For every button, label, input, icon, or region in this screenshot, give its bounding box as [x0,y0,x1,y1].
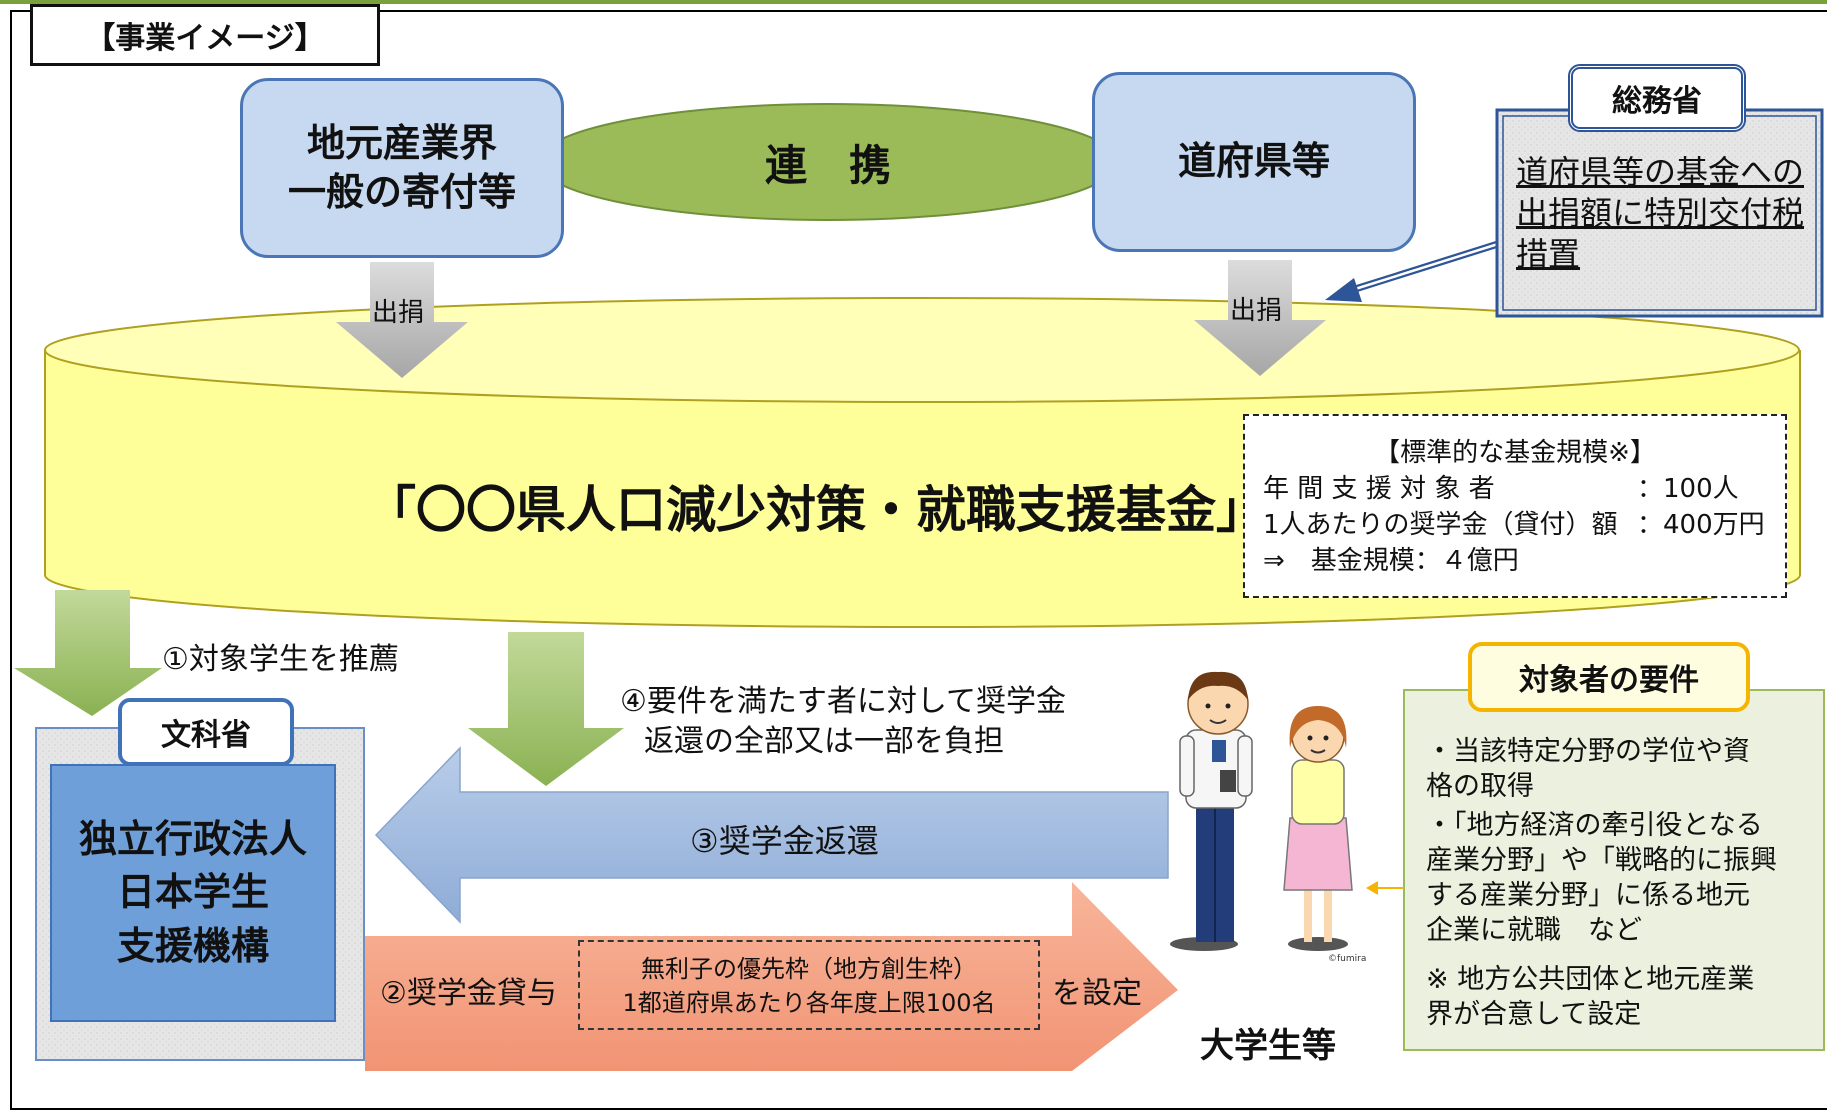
mic-label: 総務省 [1568,64,1746,132]
prefecture-box: 道府県等 [1092,72,1416,252]
priority-slot-line1: 無利子の優先枠（地方創生枠） [641,955,977,983]
step3-label: ③奨学金返還 [690,822,879,860]
mext-label: 文科省 [118,698,294,766]
requirements-title: 対象者の要件 [1468,642,1750,712]
fund-name: 「〇〇県人口減少対策・就職支援基金」 [366,481,1266,539]
setting-suffix: を設定 [1052,976,1142,1011]
step1-label: ①対象学生を推薦 [162,642,399,677]
step4-label-line1: ④要件を満たす者に対して奨学金 [620,684,1066,719]
mic-measure-text: 道府県等の基金への出捐額に特別交付税措置 [1516,153,1805,273]
requirements-pointer [1366,881,1404,895]
donation-label-right: 出捐 [1230,296,1283,326]
fund-scale-row1-label: 年 間 支 援 対 象 者 [1263,474,1495,504]
illustration-credit: ©fumira [1328,954,1367,964]
fund-scale-row1-value: ：100人 [1637,474,1739,504]
recommend-arrow [14,590,162,716]
fund-scale-title: 【標準的な基金規模※】 [1374,438,1656,468]
fund-scale-box: 【標準的な基金規模※】 年 間 支 援 対 象 者 ：100人 1人あたりの奨学… [1243,414,1787,598]
students-illustration [1170,671,1353,951]
jasso-box: 独立行政法人 日本学生 支援機構 [50,764,336,1022]
step2-label: ②奨学金貸与 [380,976,557,1011]
fund-scale-row3: ⇒ 基金規模：４億円 [1263,546,1519,576]
page-title: 【事業イメージ】 [30,4,380,66]
partnership-label: 連 携 [764,140,891,190]
donation-arrow-right [1194,260,1326,376]
fund-scale-row2-value: ：400万円 [1637,510,1765,540]
repayment-arrow [374,746,1169,924]
priority-slot-line2: 1都道府県あたり各年度上限100名 [622,989,996,1017]
loan-arrow [365,882,1178,1071]
step4-label-line2: 返還の全部又は一部を負担 [644,724,1004,759]
requirements-item1: ・当該特定分野の学位や資 格の取得 [1426,736,1750,802]
priority-slot-box: 無利子の優先枠（地方創生枠） 1都道府県あたり各年度上限100名 [578,940,1040,1030]
requirements-item2: ・「地方経済の牽引役となる 産業分野」や「戦略的に振興 する産業分野」に係る地元… [1426,810,1777,946]
local-industry-box: 地元産業界 一般の寄付等 [240,78,564,258]
donation-arrow-left [336,262,468,378]
mic-arrow [1325,240,1500,302]
top-accent-line [0,0,1827,4]
requirements-note: ※ 地方公共団体と地元産業 界が合意して設定 [1426,964,1755,1030]
fund-scale-row2-label: 1人あたりの奨学金（貸付）額 [1263,510,1618,540]
students-label: 大学生等 [1200,1026,1336,1066]
mic-panel [1495,108,1824,318]
burden-arrow [468,632,624,786]
donation-label-left: 出捐 [372,298,425,328]
